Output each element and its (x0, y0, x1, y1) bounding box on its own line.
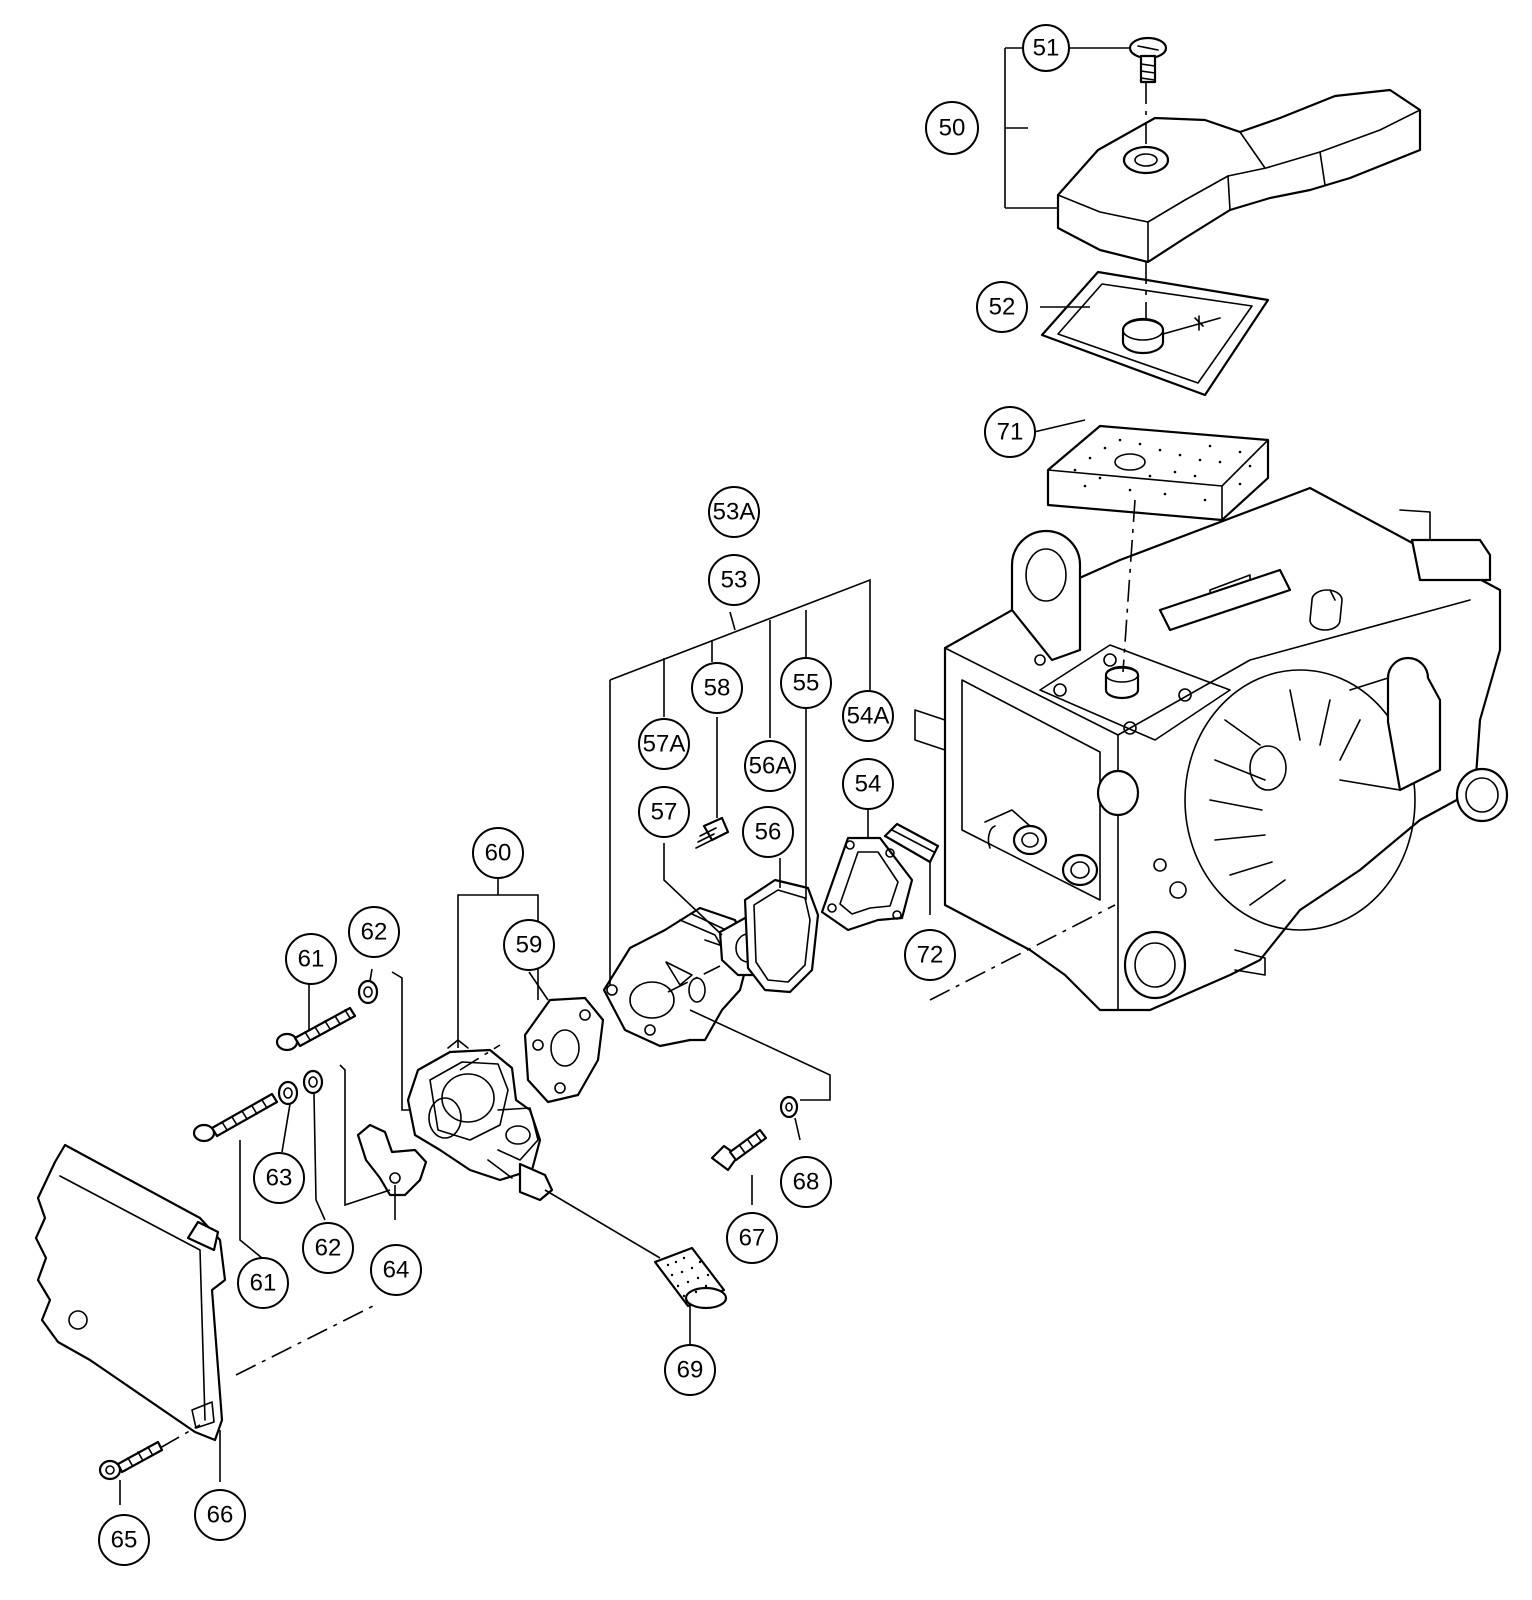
callout-59: 59 (503, 919, 555, 971)
leader-lines (119, 47, 1130, 1505)
callout-label: 59 (516, 932, 543, 959)
callout-label: 53A (713, 499, 756, 526)
part-crankcase-housing (914, 486, 1509, 1012)
callout-62-upper: 62 (348, 906, 400, 958)
part-61-screw-upper (275, 1006, 357, 1052)
callout-62-lower: 62 (302, 1222, 354, 1274)
foam-texture (1073, 438, 1252, 502)
callout-label: 61 (298, 946, 325, 973)
callout-label: 58 (704, 675, 731, 702)
callout-64: 64 (370, 1244, 422, 1296)
part-66-side-cover (34, 1143, 227, 1442)
callout-label: 50 (939, 115, 966, 142)
callout-label: 51 (1033, 35, 1060, 62)
callout-56a: 56A (744, 740, 796, 792)
part-51-screw (1128, 36, 1168, 84)
part-59-gasket (523, 996, 605, 1104)
callout-57: 57 (638, 786, 690, 838)
part-62-washer-upper (357, 979, 379, 1005)
callout-label: 67 (739, 1225, 766, 1252)
callout-label: 62 (361, 919, 388, 946)
callout-52: 52 (976, 281, 1028, 333)
part-60-carburetor (406, 1039, 554, 1202)
callout-66: 66 (194, 1489, 246, 1541)
callout-50: 50 (925, 101, 979, 155)
callout-53a: 53A (708, 486, 760, 538)
callout-label: 52 (989, 294, 1016, 321)
callout-label: 57 (651, 799, 678, 826)
part-54-gasket (820, 836, 914, 932)
callout-69: 69 (664, 1344, 716, 1396)
callout-label: 54A (847, 703, 890, 730)
callout-label: 61 (250, 1270, 277, 1297)
callout-label: 62 (315, 1235, 342, 1262)
callout-label: 66 (207, 1502, 234, 1529)
callout-label: 57A (643, 731, 686, 758)
callout-label: 63 (266, 1165, 293, 1192)
callout-label: 68 (793, 1169, 820, 1196)
part-68-washer (779, 1095, 799, 1119)
callout-71: 71 (984, 406, 1036, 458)
part-63-washer (277, 1080, 299, 1106)
callout-51: 51 (1022, 24, 1070, 72)
part-72-plate (883, 822, 940, 864)
callout-label: 72 (917, 942, 944, 969)
callout-53: 53 (708, 554, 760, 606)
callout-63: 63 (253, 1152, 305, 1204)
callout-54a: 54A (842, 690, 894, 742)
callout-56: 56 (742, 806, 794, 858)
callout-58: 58 (691, 662, 743, 714)
part-67-screw (710, 1128, 768, 1172)
part-61-screw-lower (192, 1092, 279, 1143)
callout-61-upper: 61 (285, 933, 337, 985)
callout-54: 54 (842, 758, 894, 810)
part-52-filter-base (1040, 270, 1270, 397)
callout-label: 64 (383, 1257, 410, 1284)
callout-57a: 57A (638, 718, 690, 770)
callout-68: 68 (780, 1156, 832, 1208)
callout-label: 60 (485, 840, 512, 867)
callout-label: 56A (749, 753, 792, 780)
part-58-screw (695, 816, 730, 849)
fuel-filter-texture (666, 1256, 710, 1298)
centerlines (159, 82, 1147, 1449)
callout-label: 53 (721, 567, 748, 594)
callout-67: 67 (726, 1212, 778, 1264)
callout-label: 56 (755, 819, 782, 846)
callout-label: 54 (855, 771, 882, 798)
callout-65: 65 (98, 1514, 150, 1566)
callout-72: 72 (904, 929, 956, 981)
callout-60: 60 (472, 827, 524, 879)
part-69-fuel-filter (653, 1246, 728, 1310)
part-56-muffler-plate (743, 878, 820, 994)
callout-label: 65 (111, 1527, 138, 1554)
part-62-washer-lower (302, 1069, 324, 1095)
callout-label: 55 (793, 670, 820, 697)
callout-label: 71 (997, 419, 1024, 446)
callout-label: 69 (677, 1357, 704, 1384)
part-50-filter-cover (1056, 88, 1422, 264)
part-64-bracket (356, 1123, 428, 1197)
part-71-foam-filter (1046, 424, 1270, 522)
part-65-screw (98, 1440, 164, 1481)
callout-55: 55 (780, 657, 832, 709)
callout-61-lower: 61 (237, 1257, 289, 1309)
